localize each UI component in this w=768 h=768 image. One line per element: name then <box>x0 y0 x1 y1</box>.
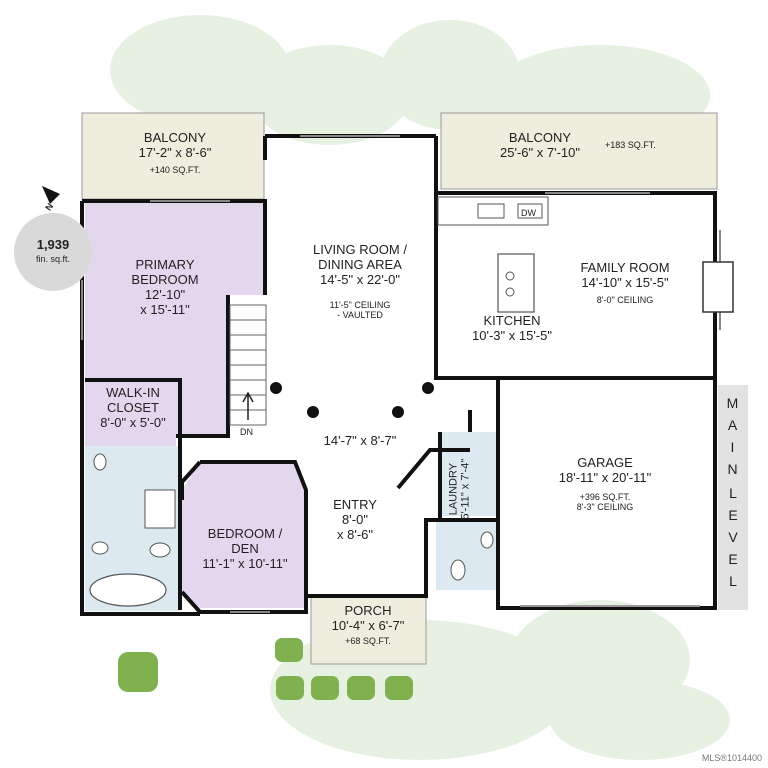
shrubs <box>118 638 413 700</box>
balcony-left-label: BALCONY 17'-2" x 8'-6" +140 SQ.FT. <box>100 130 250 175</box>
sink <box>93 453 107 471</box>
living-room-label: LIVING ROOM / DINING AREA 14'-5" x 22'-0… <box>290 242 430 321</box>
walkin-closet-name-1: WALK-IN <box>106 385 160 400</box>
walkin-closet-size: 8'-0" x 5'-0" <box>100 414 166 430</box>
mls-watermark: MLS®1014400 <box>701 753 762 763</box>
living-room-size: 14'-5" x 22'-0" <box>320 271 400 287</box>
columns <box>270 382 434 418</box>
living-room-note-1: 11'-5" CEILING <box>329 299 391 310</box>
entry-name: ENTRY <box>333 497 377 512</box>
balcony-right-size: 25'-6" x 7'-10" <box>500 144 580 160</box>
toilet <box>450 559 466 581</box>
family-room-size: 14'-10" x 15'-5" <box>581 274 669 290</box>
primary-bedroom-size-1: 12'-10" <box>144 286 186 302</box>
porch-area <box>310 595 427 665</box>
laundry-name: LAUNDRY <box>447 462 460 516</box>
porch-label: PORCH 10'-4" x 6'-7" +68 SQ.FT. <box>318 603 418 646</box>
bedroom-den-name-1: BEDROOM / <box>207 526 283 541</box>
kitchen-label: KITCHEN 10'-3" x 15'-5" <box>462 313 562 344</box>
level-word-level: L E V E L <box>718 482 748 592</box>
garage-area: +396 SQ.FT. <box>579 491 631 502</box>
level-letter: L <box>729 573 737 589</box>
level-letter: E <box>728 551 738 567</box>
level-letter: V <box>728 529 738 545</box>
finished-sqft-badge: 1,939 fin. sq.ft. <box>14 213 92 291</box>
family-room-label: FAMILY ROOM 14'-10" x 15'-5" 8'-0" CEILI… <box>565 260 685 305</box>
sink <box>477 203 505 219</box>
level-letter: L <box>729 485 737 501</box>
hall-size: 14'-7" x 8'-7" <box>323 433 397 448</box>
garage-size: 18'-11" x 20'-11" <box>558 469 652 485</box>
primary-bedroom-size-2: x 15'-11" <box>140 301 190 317</box>
stairs-down-label: DN <box>240 427 253 437</box>
family-room-note: 8'-0" CEILING <box>596 294 654 305</box>
laundry-label: LAUNDRY 5'-11" x 7'-4" <box>441 455 481 520</box>
living-room-name-1: LIVING ROOM / <box>313 242 407 257</box>
balcony-left-area: +140 SQ.FT. <box>149 164 201 175</box>
balcony-right-label: BALCONY 25'-6" x 7'-10" <box>470 130 610 161</box>
porch-size: 10'-4" x 6'-7" <box>331 617 405 633</box>
living-room-name-2: DINING AREA <box>318 256 402 272</box>
primary-bedroom-name-1: PRIMARY <box>135 257 195 272</box>
dishwasher <box>517 203 543 219</box>
laundry-area <box>440 432 496 516</box>
living-room-note-2: - VAULTED <box>337 310 383 321</box>
porch-name: PORCH <box>344 603 392 618</box>
bedroom-den-name-2: DEN <box>231 540 259 556</box>
balcony-right-name: BALCONY <box>508 130 572 145</box>
garage-label: GARAGE 18'-11" x 20'-11" +396 SQ.FT. 8'-… <box>545 455 665 513</box>
bedroom-den-label: BEDROOM / DEN 11'-1" x 10'-11" <box>195 526 295 572</box>
sink <box>91 541 109 555</box>
balcony-right-area: +183 SQ.FT. <box>605 140 656 150</box>
entry-label: ENTRY 8'-0" x 8'-6" <box>320 497 390 543</box>
level-letter: E <box>728 507 738 523</box>
family-room-name: FAMILY ROOM <box>580 260 670 275</box>
entry-size-2: x 8'-6" <box>337 526 373 542</box>
dishwasher-label: DW <box>521 208 536 218</box>
level-letter: A <box>727 417 739 433</box>
garage-name: GARAGE <box>577 455 633 470</box>
balcony-left-size: 17'-2" x 8'-6" <box>138 144 212 160</box>
kitchen-counter <box>437 196 549 226</box>
compass-arrow-icon <box>42 186 60 204</box>
primary-bedroom-name-2: BEDROOM <box>131 271 199 287</box>
primary-bedroom-area <box>85 203 265 450</box>
sink <box>480 531 494 549</box>
balcony-left-name: BALCONY <box>143 130 207 145</box>
walkin-closet-label: WALK-IN CLOSET 8'-0" x 5'-0" <box>88 385 178 431</box>
laundry-text: LAUNDRY 5'-11" x 7'-4" <box>447 459 471 520</box>
laundry-size: 5'-11" x 7'-4" <box>459 458 472 520</box>
balcony-right-area <box>440 112 718 190</box>
walls <box>80 134 717 616</box>
powder-bath-area <box>436 520 496 590</box>
toilet <box>149 542 171 558</box>
stairs-arrow-icon <box>242 391 254 420</box>
level-word-main: M A I N <box>718 392 748 480</box>
level-indicator <box>718 385 748 610</box>
bedroom-den-area <box>182 462 306 608</box>
porch-area: +68 SQ.FT. <box>345 635 391 646</box>
kitchen-name: KITCHEN <box>483 313 541 328</box>
level-letter: I <box>730 439 736 455</box>
kitchen-size: 10'-3" x 15'-5" <box>472 327 552 343</box>
finished-sqft-unit: fin. sq.ft. <box>35 254 70 264</box>
primary-bedroom-label: PRIMARY BEDROOM 12'-10" x 15'-11" <box>110 257 220 318</box>
shower <box>144 489 176 529</box>
level-letter: M <box>726 395 740 411</box>
bathtub <box>89 573 167 607</box>
bedroom-den-size: 11'-1" x 10'-11" <box>202 555 288 571</box>
north-compass: N <box>40 184 64 214</box>
garage-note: 8'-3" CEILING <box>576 502 634 513</box>
entry-size-1: 8'-0" <box>342 511 368 527</box>
kitchen-island <box>497 253 535 313</box>
balcony-left-area <box>81 112 265 200</box>
level-letter: N <box>727 461 739 477</box>
finished-sqft-value: 1,939 <box>36 237 70 252</box>
walkin-closet-name-2: CLOSET <box>106 399 159 415</box>
fireplace <box>702 261 734 313</box>
